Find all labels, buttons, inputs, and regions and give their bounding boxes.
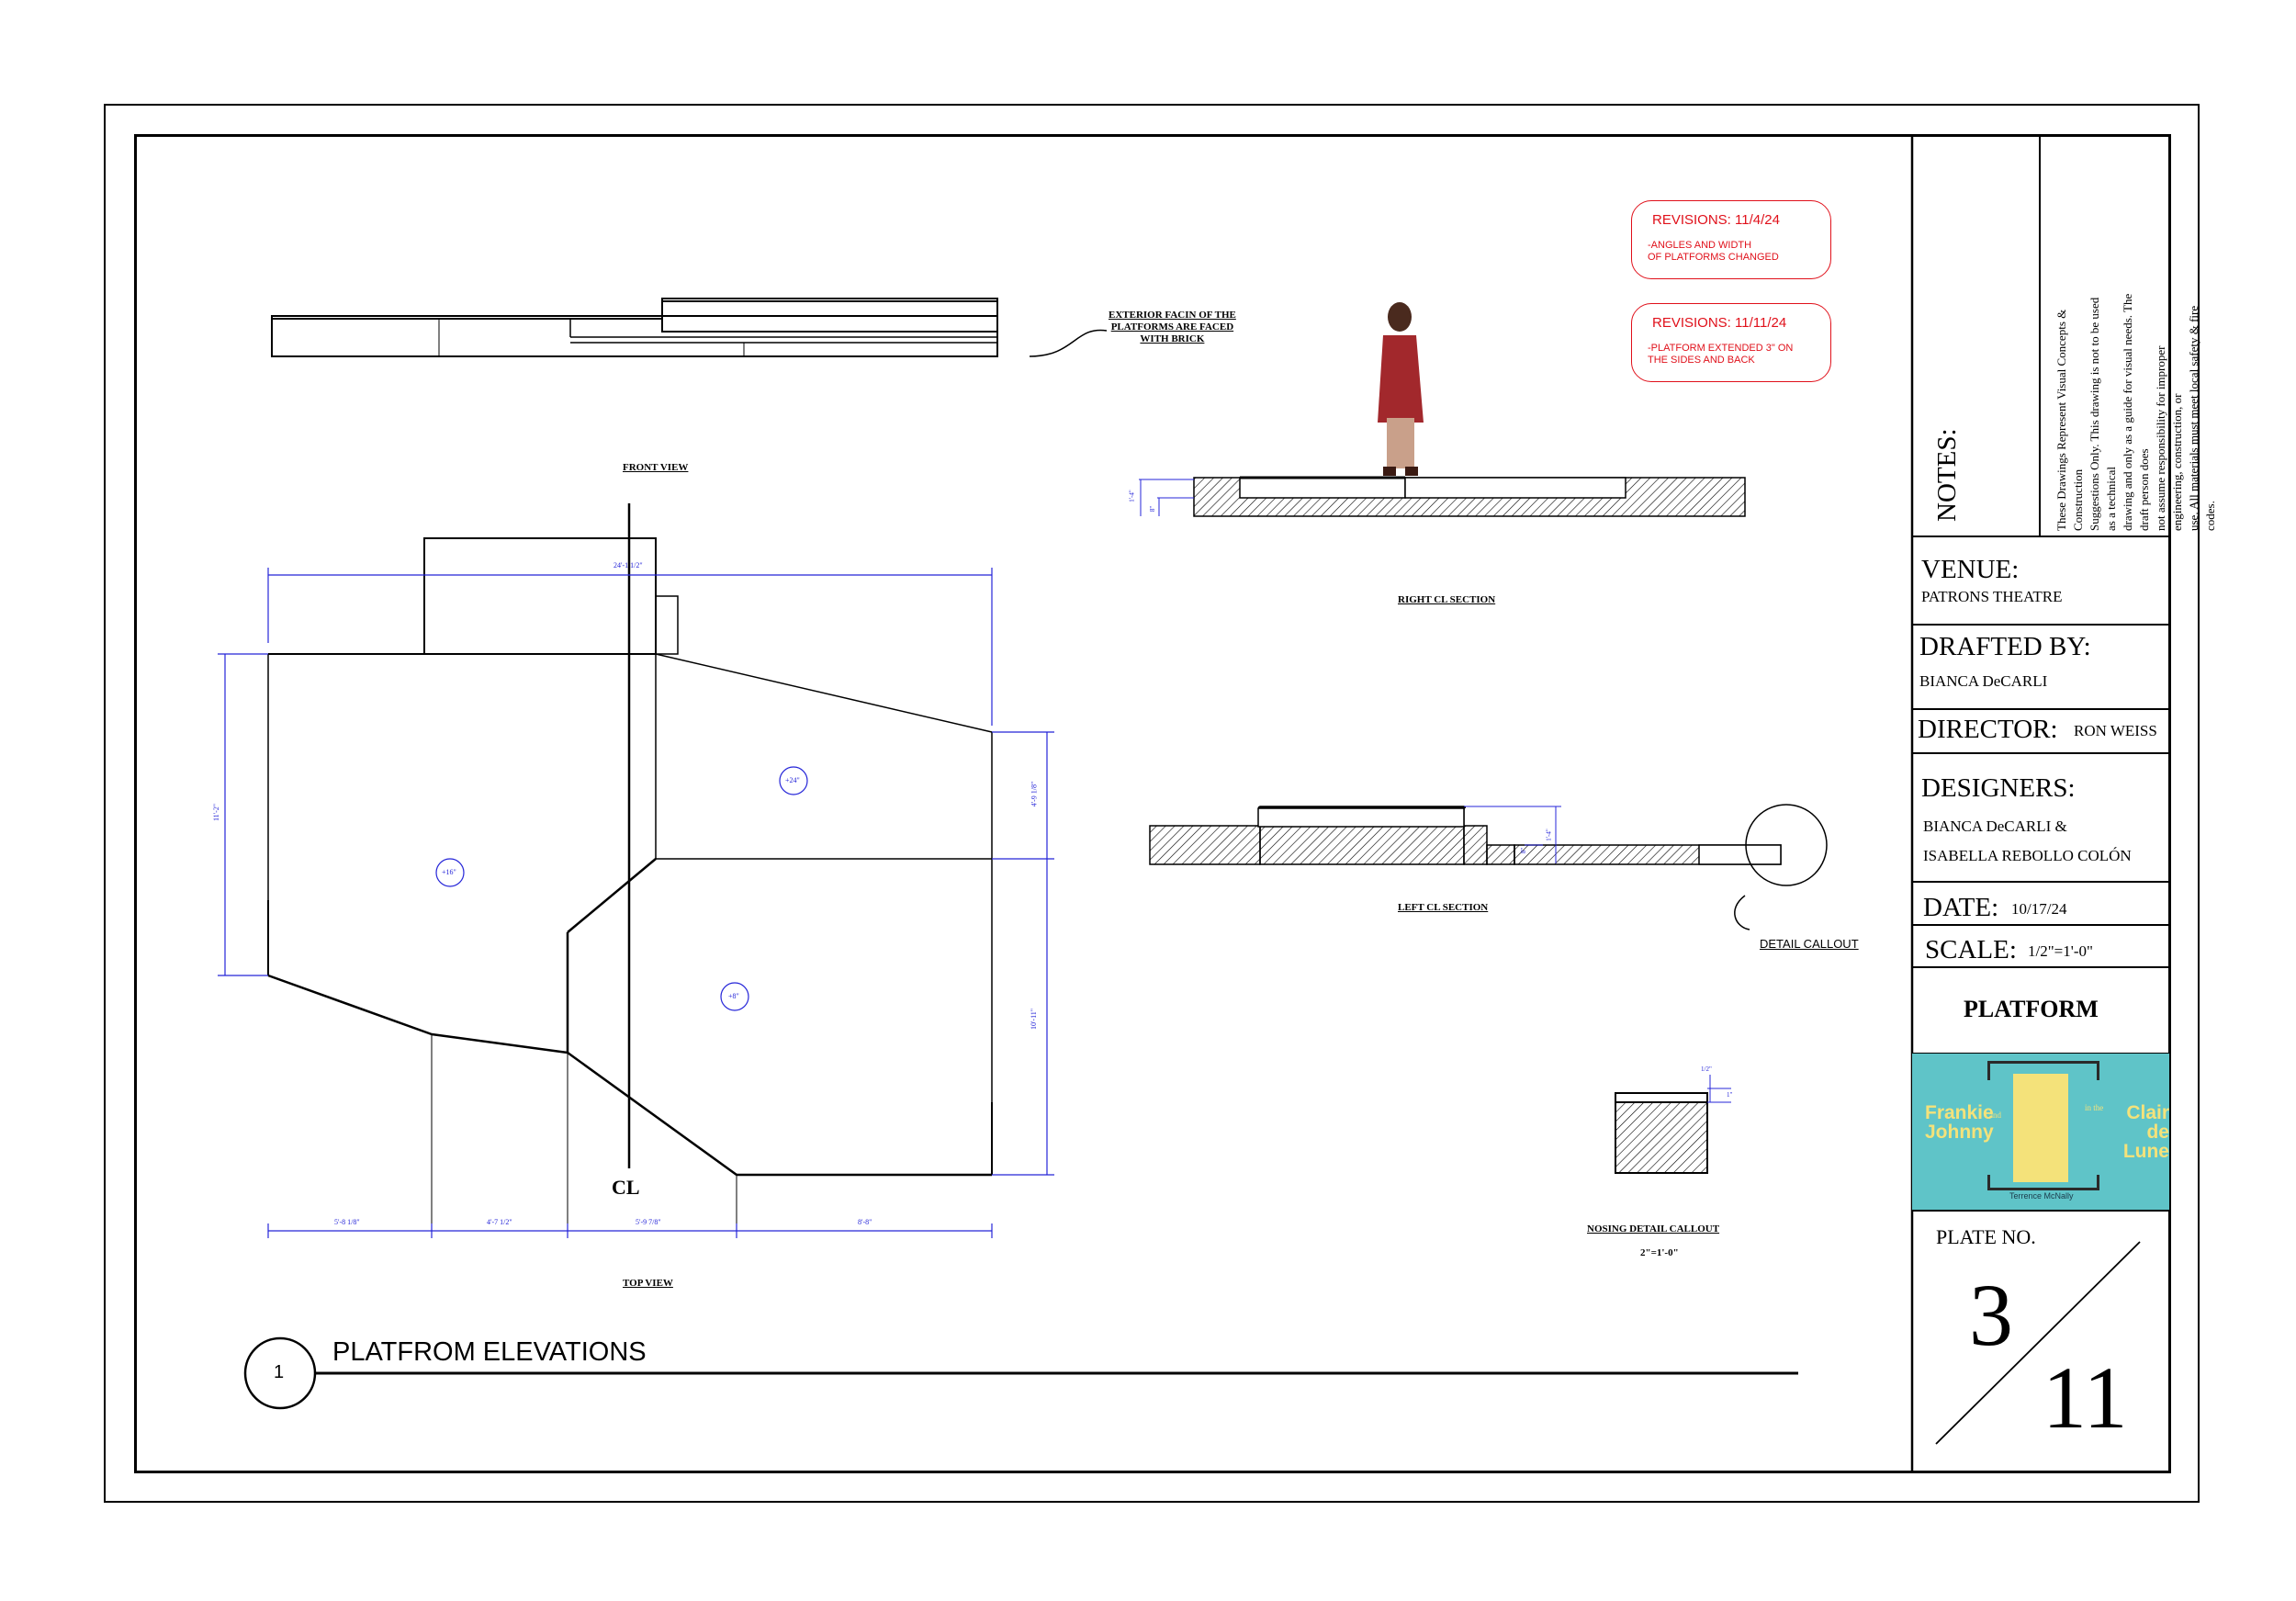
front-view-label: FRONT VIEW [623,462,689,473]
brick-note-line2: PLATFORMS ARE FACED [1110,321,1234,333]
dim-right-section-a: 1'-4" [1128,490,1136,502]
venue-heading: VENUE: [1921,555,2020,584]
sheet-outer-border [104,104,2200,1503]
drafted-heading: DRAFTED BY: [1919,632,2091,661]
nosing-detail-label: NOSING DETAIL CALLOUT [1587,1223,1720,1235]
nosing-scale-label: 2"=1'-0" [1640,1247,1679,1258]
sheet-title: PLATFORM [1964,996,2099,1022]
designers-heading: DESIGNERS: [1921,773,2076,803]
front-view-drawing [271,298,998,357]
notes-heading: NOTES: [1932,428,1962,523]
notes-line1: These Drawings Represent Visual Concepts… [2054,309,2085,531]
scale-value: 1/2"=1'-0" [2028,942,2093,960]
human-scale-figure [1378,302,1424,476]
venue-value: PATRONS THEATRE [1921,588,2063,605]
brick-note-leader [1029,329,1108,357]
date-heading: DATE: [1923,893,1999,922]
dim-right-upper: 4'-9 1/8" [1030,781,1039,807]
poster-title-in: in the [2085,1103,2104,1112]
detail-callout-label: DETAIL CALLOUT [1760,937,1859,951]
dim-left-section-a: 1'-4" [1545,829,1553,841]
poster-title-left-1: Frankie [1925,1102,1994,1123]
show-poster: Frankie Johnny and in the Clair de Lune … [1912,1054,2169,1210]
elevations-title-graphic [243,1336,1798,1410]
dim-right-section-b: 8" [1149,505,1157,513]
plate-total: 11 [2043,1348,2128,1447]
poster-title-left: Frankie Johnny [1925,1103,1994,1142]
poster-title-right-1: Clair [2126,1102,2169,1123]
revision-1-title: REVISIONS: 11/4/24 [1652,212,1780,228]
left-section-label: LEFT CL SECTION [1398,902,1489,913]
poster-footboard [1987,1175,2099,1190]
date-value: 10/17/24 [2011,900,2067,918]
revision-2-line2: THE SIDES AND BACK [1648,355,1755,366]
drafted-value: BIANCA DeCARLI [1919,672,2048,690]
revision-2-body: -PLATFORM EXTENDED 3" ON THE SIDES AND B… [1648,343,1793,366]
brick-note-line1: EXTERIOR FACIN OF THE [1109,310,1236,321]
brick-note-line3: WITH BRICK [1140,333,1205,344]
plate-number: 3 [1969,1266,2013,1364]
revision-2-title: REVISIONS: 11/11/24 [1652,315,1787,331]
revision-1-line1: -ANGLES AND WIDTH [1648,240,1752,251]
poster-author: Terrence McNally [2009,1191,2074,1201]
right-section-drawing [1139,476,1746,517]
revision-1-line2: OF PLATFORMS CHANGED [1648,252,1779,263]
notes-body: These Drawings Represent Visual Concepts… [2054,288,2219,531]
dim-top-overall: 24'-1 1/2" [613,561,643,569]
brick-note: EXTERIOR FACIN OF THE PLATFORMS ARE FACE… [1109,310,1236,345]
director-heading: DIRECTOR: [1918,715,2058,744]
director-value: RON WEISS [2074,722,2157,739]
poster-title-and: and [1989,1111,2001,1120]
poster-bed-light [2013,1074,2068,1182]
sheet-inner-border [134,134,2171,1473]
notes-line4: not assume responsibility for improper e… [2154,345,2184,531]
revision-box-2: REVISIONS: 11/11/24 -PLATFORM EXTENDED 3… [1631,303,1831,382]
top-view-label: TOP VIEW [623,1278,673,1289]
notes-line5: use. All materials must meet local safet… [2187,305,2217,531]
top-view-drawing [267,503,993,1231]
dim-nosing-top: 1/2" [1701,1065,1712,1073]
scale-heading: SCALE: [1925,935,2017,964]
right-section-label: RIGHT CL SECTION [1398,594,1496,605]
poster-headboard [1987,1061,2099,1080]
dim-nosing-side: 1" [1727,1091,1733,1099]
plate-heading: PLATE NO. [1936,1225,2036,1248]
dim-left-section-b: 8" [1520,847,1528,854]
dim-right-lower: 10'-11" [1030,1008,1039,1031]
dim-bottom-2: 4'-7 1/2" [487,1218,512,1226]
elevations-title: PLATFROM ELEVATIONS [332,1337,647,1367]
revision-1-body: -ANGLES AND WIDTH OF PLATFORMS CHANGED [1648,240,1779,264]
notes-line2: Suggestions Only. This drawing is not to… [2088,297,2118,531]
elevations-number: 1 [274,1362,285,1382]
revision-2-line1: -PLATFORM EXTENDED 3" ON [1648,343,1794,354]
dim-bottom-4: 8'-8" [858,1218,872,1226]
left-section-drawing [1149,804,1828,930]
revision-box-1: REVISIONS: 11/4/24 -ANGLES AND WIDTH OF … [1631,200,1831,279]
poster-title-left-2: Johnny [1925,1122,1994,1143]
poster-title-right-2: de Lune [2122,1122,2169,1162]
elev-right-top-marker: +24" [785,776,800,784]
poster-title-right: Clair de Lune [2098,1103,2169,1161]
elev-left-marker: +16" [442,868,456,876]
dim-bottom-1: 5'-8 1/8" [334,1218,360,1226]
designers-line1: BIANCA DeCARLI & [1923,817,2067,835]
centerline-label: CL [612,1176,640,1199]
elev-right-bottom-marker: +8" [728,992,739,1000]
top-view-dimensions [218,568,1054,1238]
dim-left-height: 11'-2" [212,803,221,822]
nosing-detail-drawing [1615,1075,1731,1174]
notes-line3: drawing and only as a guide for visual n… [2121,293,2151,531]
dim-bottom-3: 5'-9 7/8" [636,1218,661,1226]
designers-line2: ISABELLA REBOLLO COLÓN [1923,847,2132,864]
